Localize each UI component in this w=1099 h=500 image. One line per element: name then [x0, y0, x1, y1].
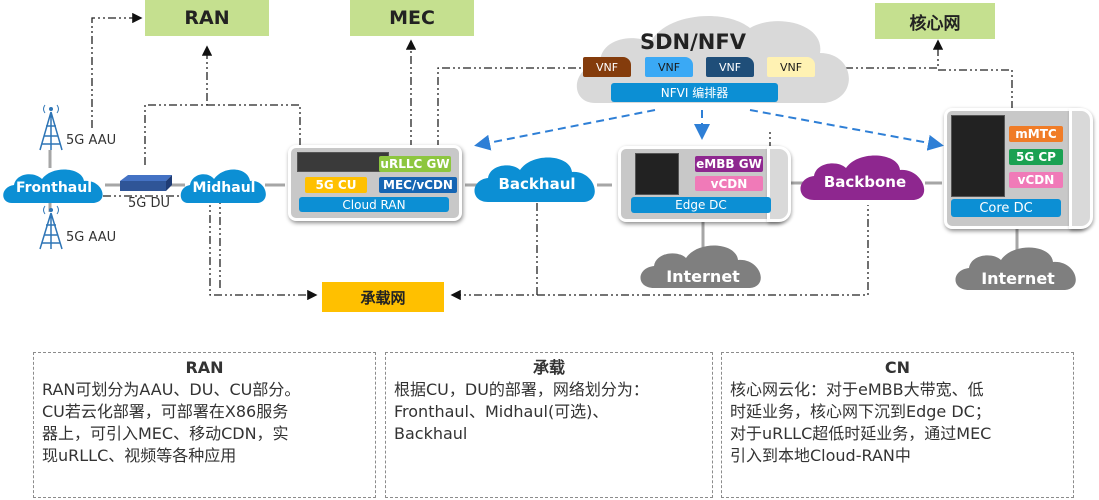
connection-lines: [48, 12, 1019, 301]
cloud-ran-bar: Cloud RAN: [299, 197, 449, 212]
info-title: CN: [884, 358, 911, 377]
info-line: 引入到本地Cloud-RAN中: [730, 446, 911, 465]
info-box-bearer: 承载 根据CU，DU的部署，网络划分为： Fronthaul、Midhaul(可…: [385, 352, 713, 498]
5g-cu-tag: 5G CU: [305, 177, 367, 193]
core-dc-node: mMTC 5G CP vCDN Core DC: [944, 108, 1093, 229]
vnf-box: VNF: [645, 57, 693, 77]
mec-label: MEC: [350, 0, 474, 36]
dc-cylinder-cap: [1069, 108, 1093, 229]
internet-label-core: Internet: [981, 268, 1055, 288]
backbone-cloud: [800, 155, 925, 200]
info-title: 承载: [532, 358, 565, 377]
urllc-gw-tag: uRLLC GW: [379, 156, 451, 172]
ran-label: RAN: [145, 0, 269, 36]
server-rack-icon: [635, 153, 679, 195]
aau-antenna-icon: [39, 104, 63, 151]
info-line: 现uRLLC、视频等各种应用: [42, 446, 237, 465]
info-line: Backhaul: [394, 424, 468, 443]
internet-label-edge: Internet: [666, 266, 740, 286]
dashdot-links: [82, 12, 1013, 301]
du-label: 5G DU: [128, 196, 171, 211]
bearer-network-label: 承载网: [322, 282, 444, 312]
info-line: CU若云化部署，可部署在X86服务: [42, 402, 289, 421]
info-box-cn: CN 核心网云化：对于eMBB大带宽、低 时延业务，核心网下沉到Edge DC；…: [721, 352, 1074, 498]
nfvi-orchestrator-bar: NFVI 编排器: [611, 83, 778, 102]
fronthaul-label: Fronthaul: [15, 180, 93, 196]
internet-cloud-core: [955, 247, 1076, 290]
info-line: 核心网云化：对于eMBB大带宽、低: [730, 380, 984, 399]
aau-antenna-icon: [39, 205, 63, 250]
midhaul-cloud: [180, 169, 266, 203]
fronthaul-cloud: [3, 169, 103, 203]
internet-cloud-edge: [640, 245, 761, 288]
backhaul-label: Backhaul: [498, 175, 576, 193]
core-dc-bar: Core DC: [951, 199, 1061, 217]
backbone-label: Backbone: [823, 173, 907, 191]
sdn-nfv-title: SDN/NFV: [640, 30, 746, 54]
info-box-ran: RAN RAN可划分为AAU、DU、CU部分。 CU若云化部署，可部署在X86服…: [33, 352, 376, 498]
vnf-box: VNF: [706, 57, 754, 77]
cloud-ran-node: uRLLC GW 5G CU MEC/vCDN Cloud RAN: [288, 145, 462, 221]
vnf-box: VNF: [767, 57, 815, 77]
dc-cylinder-cap: [767, 146, 791, 222]
info-line: 根据CU，DU的部署，网络划分为：: [394, 380, 649, 399]
mmtc-tag: mMTC: [1009, 126, 1063, 142]
server-rack-icon: [951, 115, 1005, 197]
aau-bottom-label: 5G AAU: [66, 230, 117, 245]
core-network-label: 核心网: [875, 3, 995, 39]
midhaul-label: Midhaul: [192, 180, 256, 196]
vcdn-tag: vCDN: [1009, 172, 1063, 188]
info-line: 时延业务，核心网下沉到Edge DC；: [730, 402, 991, 421]
info-line: Fronthaul、Midhaul(可选)、: [394, 402, 609, 421]
info-title: RAN: [185, 358, 224, 377]
server-icon: [297, 152, 389, 172]
edge-dc-node: eMBB GW vCDN Edge DC: [618, 146, 791, 222]
vcdn-tag: vCDN: [695, 176, 763, 191]
info-line: 对于uRLLC超低时延业务，通过MEC: [730, 424, 992, 443]
orchestration-arrows: [474, 109, 944, 151]
mec-vcdn-tag: MEC/vCDN: [379, 177, 457, 193]
backhaul-cloud: [474, 157, 595, 202]
aau-top-label: 5G AAU: [66, 133, 117, 148]
5g-cp-tag: 5G CP: [1009, 149, 1063, 165]
du-device-icon: [120, 175, 172, 191]
info-line: RAN可划分为AAU、DU、CU部分。: [42, 380, 301, 399]
edge-dc-bar: Edge DC: [631, 197, 771, 213]
embb-gw-tag: eMBB GW: [695, 156, 763, 172]
info-line: 器上，可引入MEC、移动CDN，实: [42, 424, 289, 443]
vnf-box: VNF: [583, 57, 631, 77]
